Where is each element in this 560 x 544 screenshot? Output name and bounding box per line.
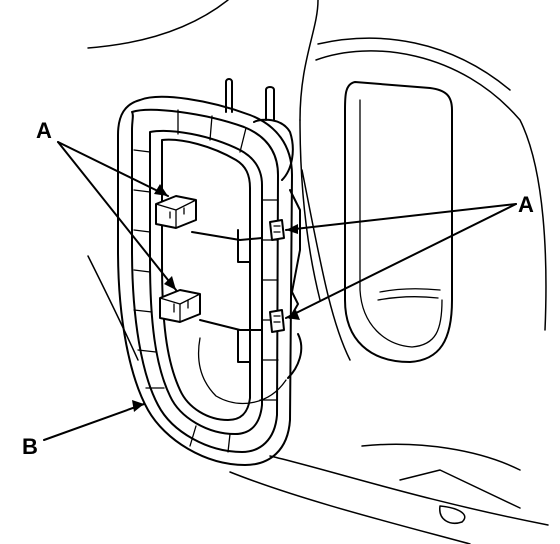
clip-lower-left xyxy=(159,289,201,323)
clip-upper-left xyxy=(155,195,197,229)
frame-b xyxy=(117,95,293,466)
callout-a-left: A xyxy=(36,118,52,143)
clip-upper-right xyxy=(269,219,285,241)
socket-wires xyxy=(225,78,294,181)
light-opening xyxy=(344,81,453,363)
callout-b: B xyxy=(22,434,38,459)
clip-lower-right xyxy=(269,309,285,333)
vehicle-body-outline xyxy=(87,0,549,544)
callout-a-right: A xyxy=(518,192,534,217)
leader-lines xyxy=(43,141,517,441)
clip-brackets xyxy=(191,229,263,363)
